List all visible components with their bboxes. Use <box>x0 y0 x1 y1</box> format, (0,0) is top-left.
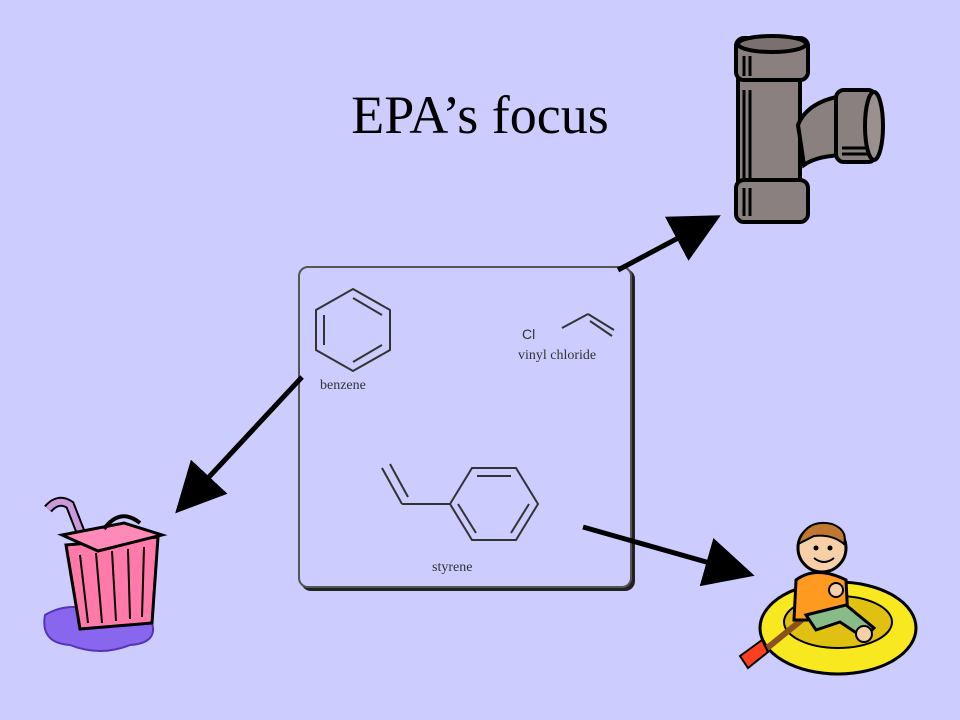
vinyl-chloride-label: vinyl chloride <box>518 348 597 363</box>
arrow-to-pipe <box>616 215 721 273</box>
benzene-structure <box>315 287 391 373</box>
child-raft-icon <box>738 522 918 676</box>
pipe-tee-icon <box>734 34 885 224</box>
vinyl-chloride-atom-label: Cl <box>522 326 536 342</box>
benzene-label: benzene <box>320 378 366 393</box>
chemical-structures-panel: benzene Cl vinyl chloride styrene <box>298 266 632 588</box>
styrene-structure <box>381 463 540 541</box>
styrene-label: styrene <box>432 560 473 575</box>
plastic-basket-icon <box>43 496 168 652</box>
arrow-to-raft <box>582 524 755 587</box>
arrow-to-basket <box>175 375 304 514</box>
slide-title: EPA’s focus <box>351 85 609 145</box>
vinyl-chloride-structure <box>561 313 615 337</box>
